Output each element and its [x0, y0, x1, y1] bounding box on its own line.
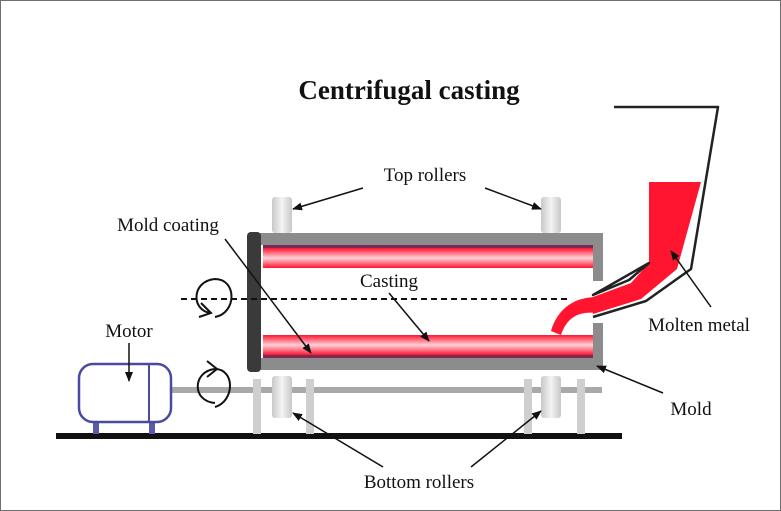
- bottom-roller-supports: [253, 379, 585, 434]
- motor: [77, 362, 173, 434]
- casting-bottom-layer: [263, 335, 593, 355]
- arrow-mold: [596, 365, 664, 394]
- bottom-roller-left: [272, 376, 292, 418]
- arrow-mold-coating: [224, 238, 312, 354]
- mold-end-lower: [593, 323, 603, 370]
- drive-shaft: [166, 387, 602, 393]
- top-roller-right: [541, 197, 561, 233]
- mold-wall-bottom: [253, 358, 603, 370]
- label-molten-metal: Molten metal: [648, 315, 750, 336]
- diagram-title: Centrifugal casting: [298, 75, 520, 105]
- arrow-top-rollers-right: [484, 187, 542, 210]
- mold-wall-top: [253, 233, 603, 245]
- mold-coating-top: [263, 245, 593, 248]
- pouring-funnel: [591, 105, 720, 319]
- base-platform: [56, 433, 622, 439]
- pouring-stream: [551, 297, 597, 335]
- rotation-arrow-icon: [195, 277, 233, 318]
- mold-end-upper: [593, 233, 603, 281]
- arrow-bottom-rollers-left: [292, 412, 384, 468]
- bottom-roller-right: [541, 376, 561, 418]
- mold-coating-bottom: [263, 355, 593, 358]
- mold-end-cap: [247, 232, 261, 372]
- label-mold-coating: Mold coating: [117, 215, 219, 236]
- top-roller-left: [272, 197, 292, 233]
- casting-top-layer: [263, 248, 593, 268]
- arrow-top-rollers-left: [292, 187, 364, 211]
- arrow-molten-metal: [670, 250, 712, 308]
- label-mold: Mold: [670, 399, 712, 420]
- label-top-rollers: Top rollers: [384, 165, 467, 186]
- arrow-bottom-rollers-right: [470, 410, 542, 468]
- arrow-casting: [388, 292, 430, 342]
- label-casting: Casting: [360, 271, 419, 292]
- rotation-arrow-shaft-icon: [196, 360, 231, 408]
- label-bottom-rollers: Bottom rollers: [364, 472, 474, 493]
- label-motor: Motor: [105, 321, 153, 342]
